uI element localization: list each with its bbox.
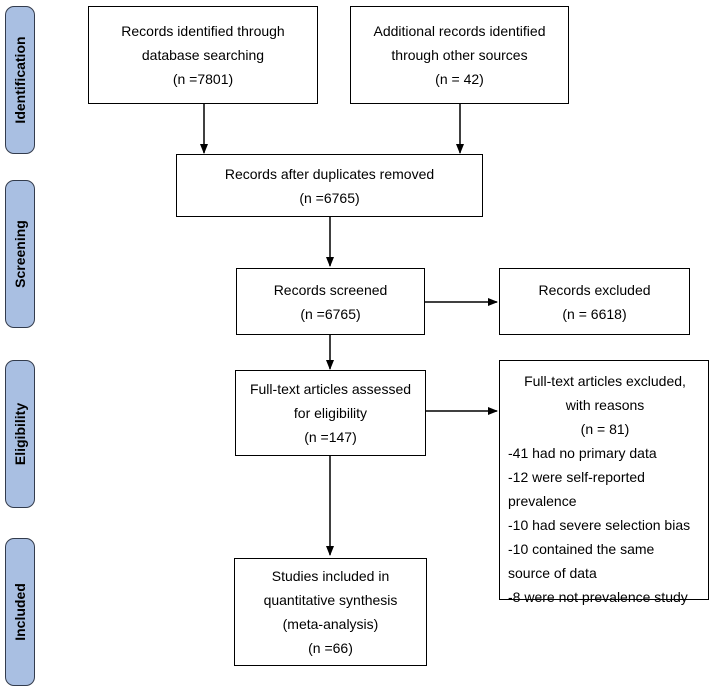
stage-label-screening: Screening: [5, 180, 35, 328]
box-database-count: (n =7801): [172, 71, 234, 87]
stage-label-identification: Identification: [5, 6, 35, 154]
exclusion-reason: source of data: [508, 565, 597, 581]
box-fulltext-excluded: Full-text articles excluded, with reason…: [499, 360, 709, 605]
box-included-line3: (meta-analysis): [282, 616, 379, 632]
box-database-line1: Records identified through: [121, 23, 285, 39]
box-other-count: (n = 42): [435, 71, 484, 87]
box-included-line1: Studies included in: [271, 568, 390, 584]
box-fulltext-line1: Full-text articles assessed: [249, 381, 412, 397]
box-duplicates-removed: Records after duplicates removed (n =676…: [176, 154, 483, 217]
exclusion-reason: -10 had severe selection bias: [508, 517, 691, 533]
box-excluded-count: (n = 6618): [562, 305, 627, 322]
exclusion-reason: prevalence: [508, 493, 577, 509]
exclusion-reason: -41 had no primary data: [508, 445, 657, 461]
box-ft-excluded-header1: Full-text articles excluded,: [524, 373, 686, 389]
stage-label-included: Included: [5, 538, 35, 686]
box-fulltext-assessed: Full-text articles assessed for eligibil…: [235, 370, 426, 456]
stage-label-eligibility: Eligibility: [5, 360, 35, 508]
box-ft-excluded-header2: with reasons: [565, 397, 645, 413]
box-records-excluded: Records excluded (n = 6618): [499, 268, 690, 335]
exclusion-reason: -10 contained the same: [508, 541, 655, 557]
box-other-line2: through other sources: [391, 47, 528, 63]
box-excluded-line1: Records excluded: [538, 281, 651, 298]
exclusion-reason: -12 were self-reported: [508, 469, 645, 485]
box-fulltext-count: (n =147): [304, 429, 357, 445]
box-ft-excluded-count: (n = 81): [580, 421, 630, 437]
exclusion-reason: -8 were not prevalence study: [508, 589, 688, 605]
box-other-records: Additional records identified through ot…: [350, 6, 569, 104]
box-included-line2: quantitative synthesis: [263, 592, 398, 608]
box-dedup-line1: Records after duplicates removed: [224, 165, 435, 182]
box-fulltext-line2: for eligibility: [293, 405, 368, 421]
box-records-screened: Records screened (n =6765): [236, 268, 425, 335]
box-screened-line1: Records screened: [273, 281, 388, 298]
box-database-records: Records identified through database sear…: [88, 6, 318, 104]
box-screened-count: (n =6765): [300, 305, 361, 322]
box-other-line1: Additional records identified: [373, 23, 546, 39]
box-database-line2: database searching: [141, 47, 265, 63]
box-included-count: (n =66): [308, 640, 353, 656]
box-studies-included: Studies included in quantitative synthes…: [234, 558, 427, 666]
box-dedup-count: (n =6765): [299, 189, 360, 206]
